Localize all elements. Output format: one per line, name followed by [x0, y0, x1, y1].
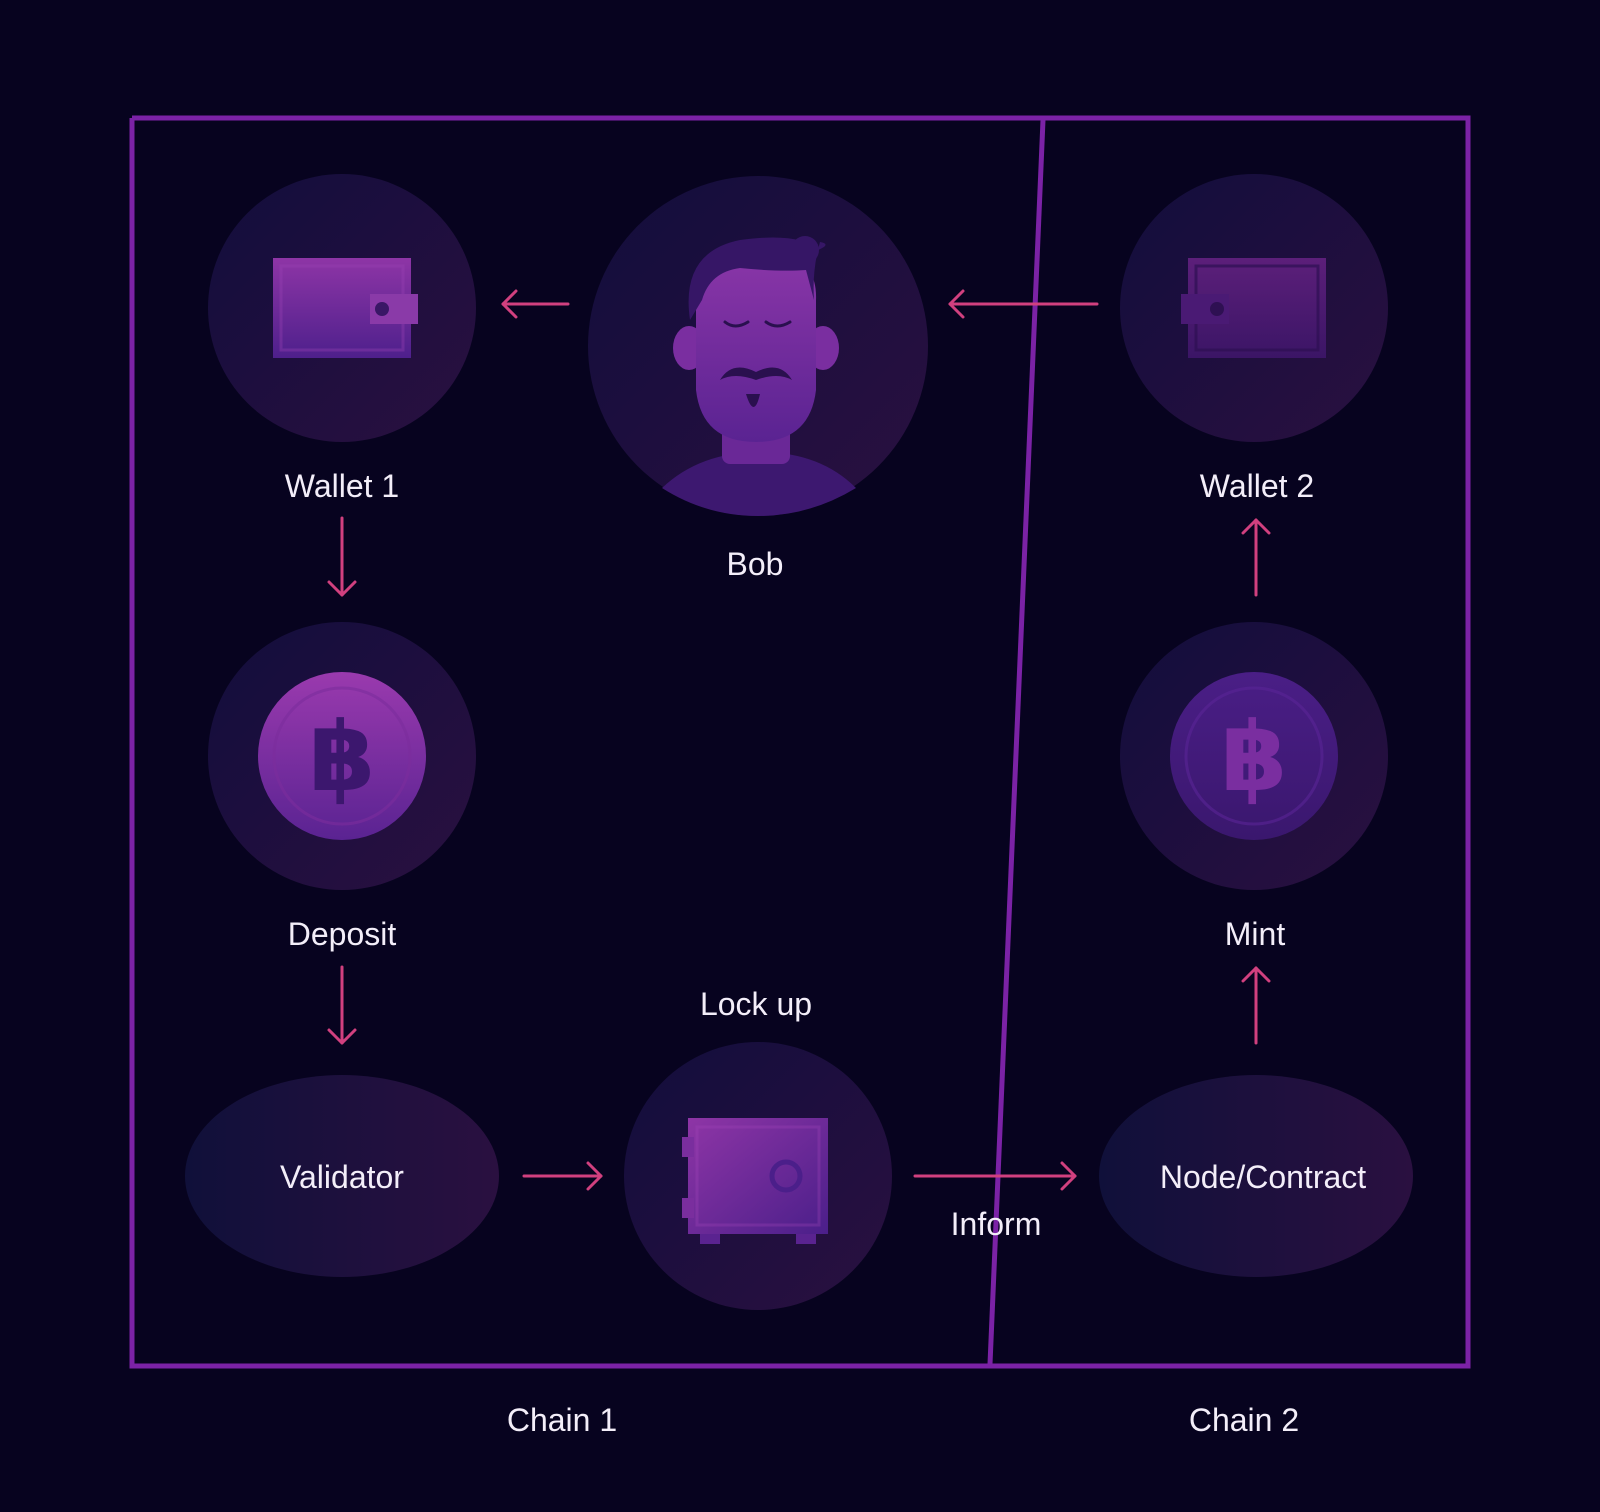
wallet-icon: [1181, 258, 1326, 358]
node-contract-label: Node/Contract: [1159, 1159, 1367, 1195]
wallet2-node: [1120, 174, 1388, 442]
bitcoin-icon: ฿: [258, 672, 426, 840]
arrow-deposit-to-validator: [327, 965, 357, 1045]
wallet-icon: [273, 258, 418, 358]
lockup-label: Lock up: [699, 986, 813, 1022]
mint-node: ฿: [1120, 622, 1388, 890]
chain-divider: [987, 119, 1046, 1365]
chain2-label: Chain 2: [1188, 1402, 1300, 1438]
arrow-node-contract-to-mint: [1241, 966, 1271, 1045]
arrow-bob-to-wallet1: [501, 289, 570, 319]
validator-node: [185, 1075, 499, 1277]
lockup-node: [624, 1042, 892, 1310]
deposit-label: Deposit: [287, 916, 397, 952]
arrow-mint-to-wallet2: [1241, 518, 1271, 597]
deposit-node: ฿: [208, 622, 476, 890]
node-contract-node: [1099, 1075, 1413, 1277]
bob-node: [588, 176, 928, 516]
svg-text:฿: ฿: [309, 701, 376, 813]
bitcoin-icon: ฿: [1170, 672, 1338, 840]
svg-text:฿: ฿: [1221, 701, 1288, 813]
arrow-wallet1-to-deposit: [327, 516, 357, 597]
chain-frame-border: [129, 115, 1471, 1369]
bob-label: Bob: [726, 546, 784, 582]
validator-label: Validator: [280, 1159, 404, 1195]
arrow-wallet2-to-bob: [948, 289, 1099, 319]
arrow-validator-to-lockup: [522, 1161, 603, 1191]
mint-label: Mint: [1224, 916, 1286, 952]
wallet2-label: Wallet 2: [1199, 468, 1315, 504]
chain-frame: [129, 115, 1471, 1369]
person-icon: [662, 236, 856, 516]
wallet1-label: Wallet 1: [284, 468, 400, 504]
arrows: [327, 289, 1271, 1191]
wallet1-node: [208, 174, 476, 442]
inform-label: Inform: [950, 1206, 1042, 1242]
safe-icon: [682, 1118, 828, 1244]
chain1-label: Chain 1: [506, 1402, 618, 1438]
arrow-lockup-to-node-contract: [913, 1161, 1077, 1191]
